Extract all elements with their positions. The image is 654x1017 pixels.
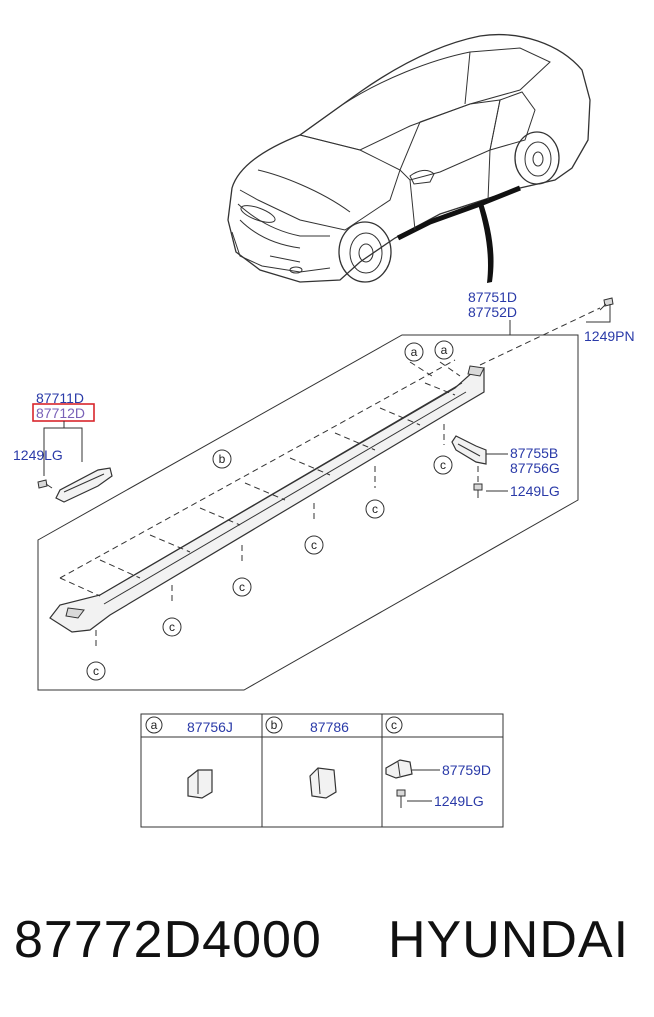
side-sill-molding <box>49 365 485 633</box>
footer-part-number: 87772D4000 <box>14 911 322 969</box>
clip-position-lines <box>59 307 601 650</box>
label-87711D: 87711D <box>36 390 84 406</box>
ref-c-2: c <box>372 502 378 516</box>
rear-cap-part <box>451 435 487 465</box>
clip-87786-icon <box>309 767 337 799</box>
ref-b: b <box>219 452 226 466</box>
legend-part-87756J: 87756J <box>187 719 233 735</box>
legend-part-1249LG: 1249LG <box>434 793 484 809</box>
ref-c-1: c <box>440 458 446 472</box>
label-87751D: 87751D <box>468 289 517 305</box>
footer: 87772D4000 HYUNDAI <box>0 895 654 985</box>
screw-1249PN-icon <box>599 297 614 311</box>
label-87756G: 87756G <box>510 460 560 476</box>
screw-right-icon <box>473 483 483 498</box>
car-illustration <box>227 34 591 283</box>
label-1249LG-left: 1249LG <box>13 447 63 463</box>
screw-left-icon <box>37 479 53 489</box>
legend-ref-a: a <box>151 718 158 732</box>
clip-87756J-icon <box>187 769 213 799</box>
label-1249PN: 1249PN <box>584 328 635 344</box>
legend-ref-c: c <box>391 718 397 732</box>
ref-c-3: c <box>311 538 317 552</box>
callout-refs: a a b c c c c c c <box>86 340 454 681</box>
ref-c-4: c <box>239 580 245 594</box>
legend-table: a 87756J b 87786 c 87759D 1249LG <box>140 713 504 828</box>
clip-87759D-icon <box>385 759 413 779</box>
screw-1249LG-legend-icon <box>396 789 406 808</box>
legend-part-87786: 87786 <box>310 719 349 735</box>
side-sill-frame <box>37 334 579 691</box>
label-1249LG-right: 1249LG <box>510 483 560 499</box>
ref-c-5: c <box>169 620 175 634</box>
parts-diagram: a a b c c c c c c 87751D 87752D 1249PN 8… <box>13 34 635 828</box>
label-87712D: 87712D <box>36 405 85 421</box>
label-87755B: 87755B <box>510 445 558 461</box>
ref-a-1: a <box>411 345 418 359</box>
label-87752D: 87752D <box>468 304 517 320</box>
front-cap-part <box>55 467 113 503</box>
ref-a-2: a <box>441 343 448 357</box>
legend-part-87759D: 87759D <box>442 762 491 778</box>
ref-c-6: c <box>93 664 99 678</box>
footer-brand: HYUNDAI <box>388 911 630 969</box>
legend-ref-b: b <box>271 718 278 732</box>
